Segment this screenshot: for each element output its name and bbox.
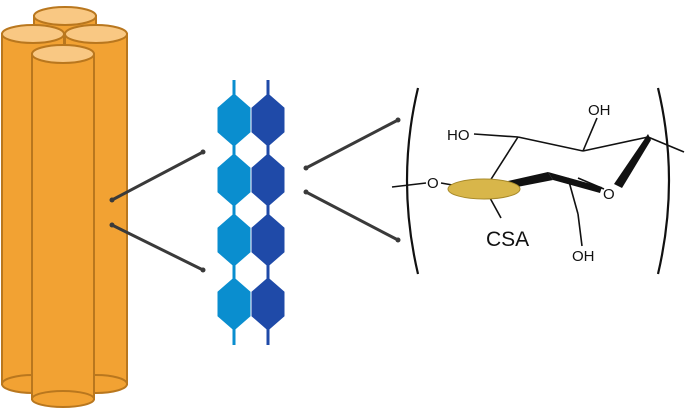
wedge-bond-right [614,134,651,188]
hexagon-dark [251,277,285,331]
connector-dot [200,149,206,155]
connector-line-lower-right [305,190,399,242]
hexagon-chain [217,80,285,345]
cylinder-front [31,44,95,408]
connector-dot [109,222,115,228]
hexagon-light [217,277,251,331]
hexagon-light [217,213,251,267]
csa-disc [447,178,521,200]
label-oh-bottom: OH [572,248,595,265]
connector-dot [303,165,309,171]
right-bracket [656,87,671,275]
cylinder-bundle [1,6,128,408]
connector-line-upper-right [305,118,399,170]
label-ho-left: HO [447,127,470,144]
label-link-oxygen: O [427,175,439,192]
connector-line-lower-left [111,223,204,272]
connector-dot [395,117,401,123]
molecule-bonds [391,117,685,247]
connector-dot [200,267,206,273]
label-ring-oxygen: O [603,186,615,203]
hexagon-dark [251,93,285,147]
hexagon-light [217,93,251,147]
label-oh-top: OH [588,102,611,119]
connector-dot [303,189,309,195]
strand-light [217,80,251,345]
connector-line-upper-left [111,150,204,202]
bold-bond-front [508,172,553,188]
chemical-structure: HO OH O O OH CSA [391,87,685,275]
connector-dot [109,197,115,203]
hexagon-dark [251,213,285,267]
label-csa: CSA [486,228,529,251]
hexagon-light [217,153,251,207]
strand-dark [251,80,285,345]
bold-bond-front-right [548,172,602,193]
connector-dot [395,237,401,243]
hexagon-dark [251,153,285,207]
left-bracket [405,87,420,275]
